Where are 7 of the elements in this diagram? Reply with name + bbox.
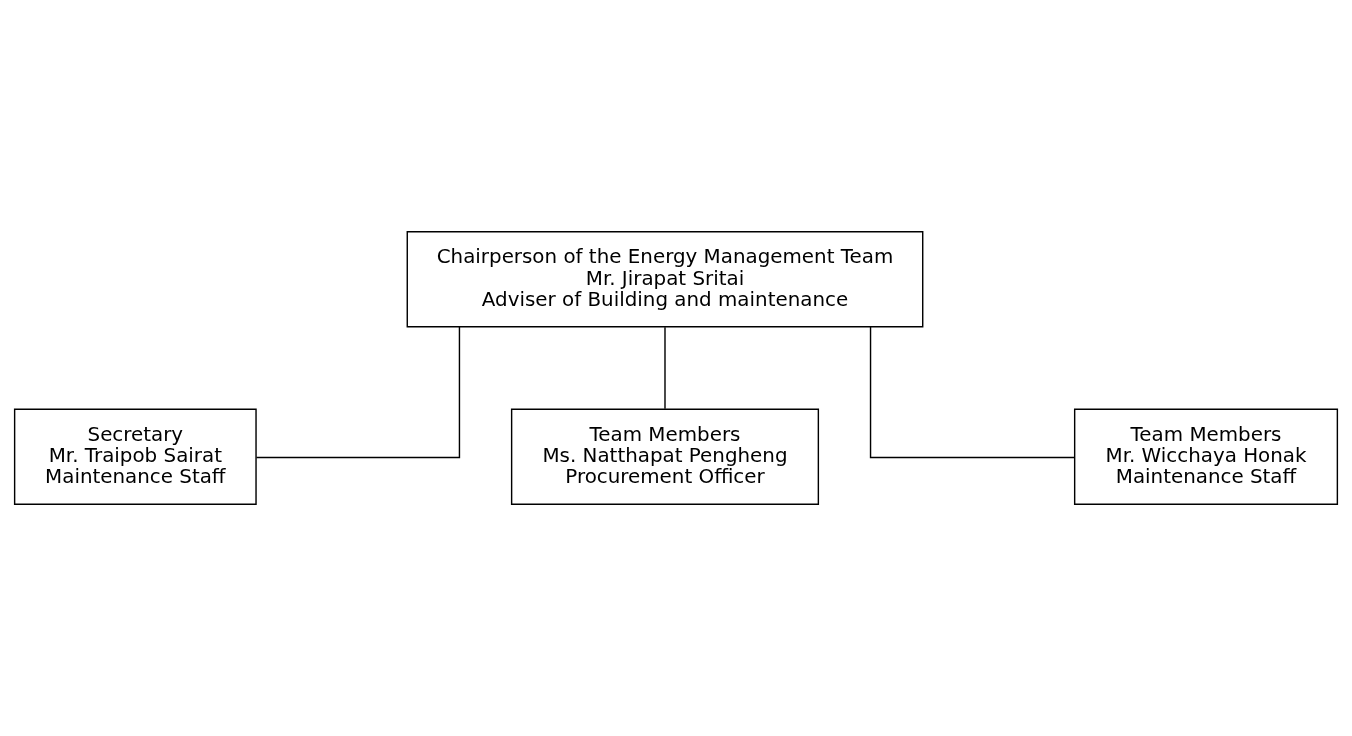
connector xyxy=(869,326,1076,459)
node-box: Team Members Mr. Wicchaya Honak Maintenance Staff xyxy=(1073,408,1339,506)
node-box: Secretary Mr. Traipob Sairat Maintenance Staff xyxy=(13,408,257,506)
connector xyxy=(664,326,666,410)
connector xyxy=(255,326,461,459)
node-box: Team Members Ms. Natthapat Pengheng Procurement Officer xyxy=(510,408,820,506)
node-box: Chairperson of the Energy Management Team Mr. Jirapat Sritai Adviser of Building and maintenance xyxy=(406,230,924,328)
